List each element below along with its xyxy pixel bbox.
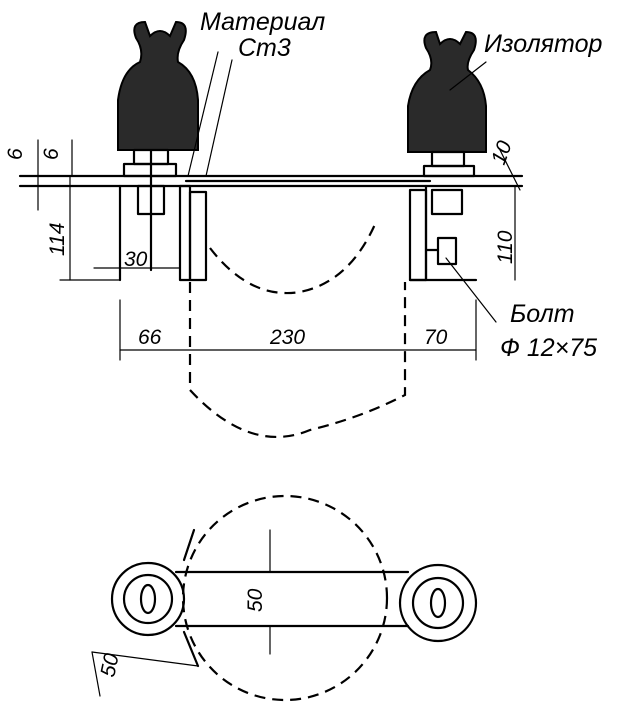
- left-bracket: [118, 184, 208, 282]
- dim-10: 10: [487, 138, 517, 168]
- plan-view: 50 50: [91, 494, 478, 702]
- right-bracket: [408, 184, 478, 282]
- dim-50-plan: 50: [244, 588, 267, 612]
- dim-114: 114: [46, 223, 69, 256]
- bolt-label-line1: Болт: [510, 300, 575, 328]
- material-label-line2: Ст3: [238, 34, 291, 62]
- top-bar: [18, 174, 524, 188]
- dimension-lines: [37, 51, 521, 361]
- material-label-line1: Материал: [200, 8, 325, 36]
- dim-230: 230: [269, 326, 305, 349]
- bolt-label-line2: Ф 12×75: [500, 334, 597, 362]
- left-insulator: [117, 20, 199, 272]
- left-insulator-plan: [110, 561, 186, 637]
- dim-6-outer: 6: [4, 148, 27, 160]
- insulator-label: Изолятор: [484, 30, 602, 58]
- pole-circle: [181, 494, 389, 702]
- dim-70: 70: [424, 326, 448, 349]
- right-insulator-plan: [398, 563, 478, 643]
- elevation-view: Материал Ст3 Изолятор Болт Ф 12×75 6 6 1…: [4, 8, 602, 438]
- dim-66: 66: [138, 326, 162, 349]
- dim-50-bracket: 50: [96, 651, 123, 679]
- pole-outline: [188, 221, 407, 438]
- dim-110: 110: [494, 230, 517, 264]
- right-insulator: [407, 30, 487, 266]
- dim-6-inner: 6: [40, 148, 63, 160]
- dim-30: 30: [124, 248, 148, 271]
